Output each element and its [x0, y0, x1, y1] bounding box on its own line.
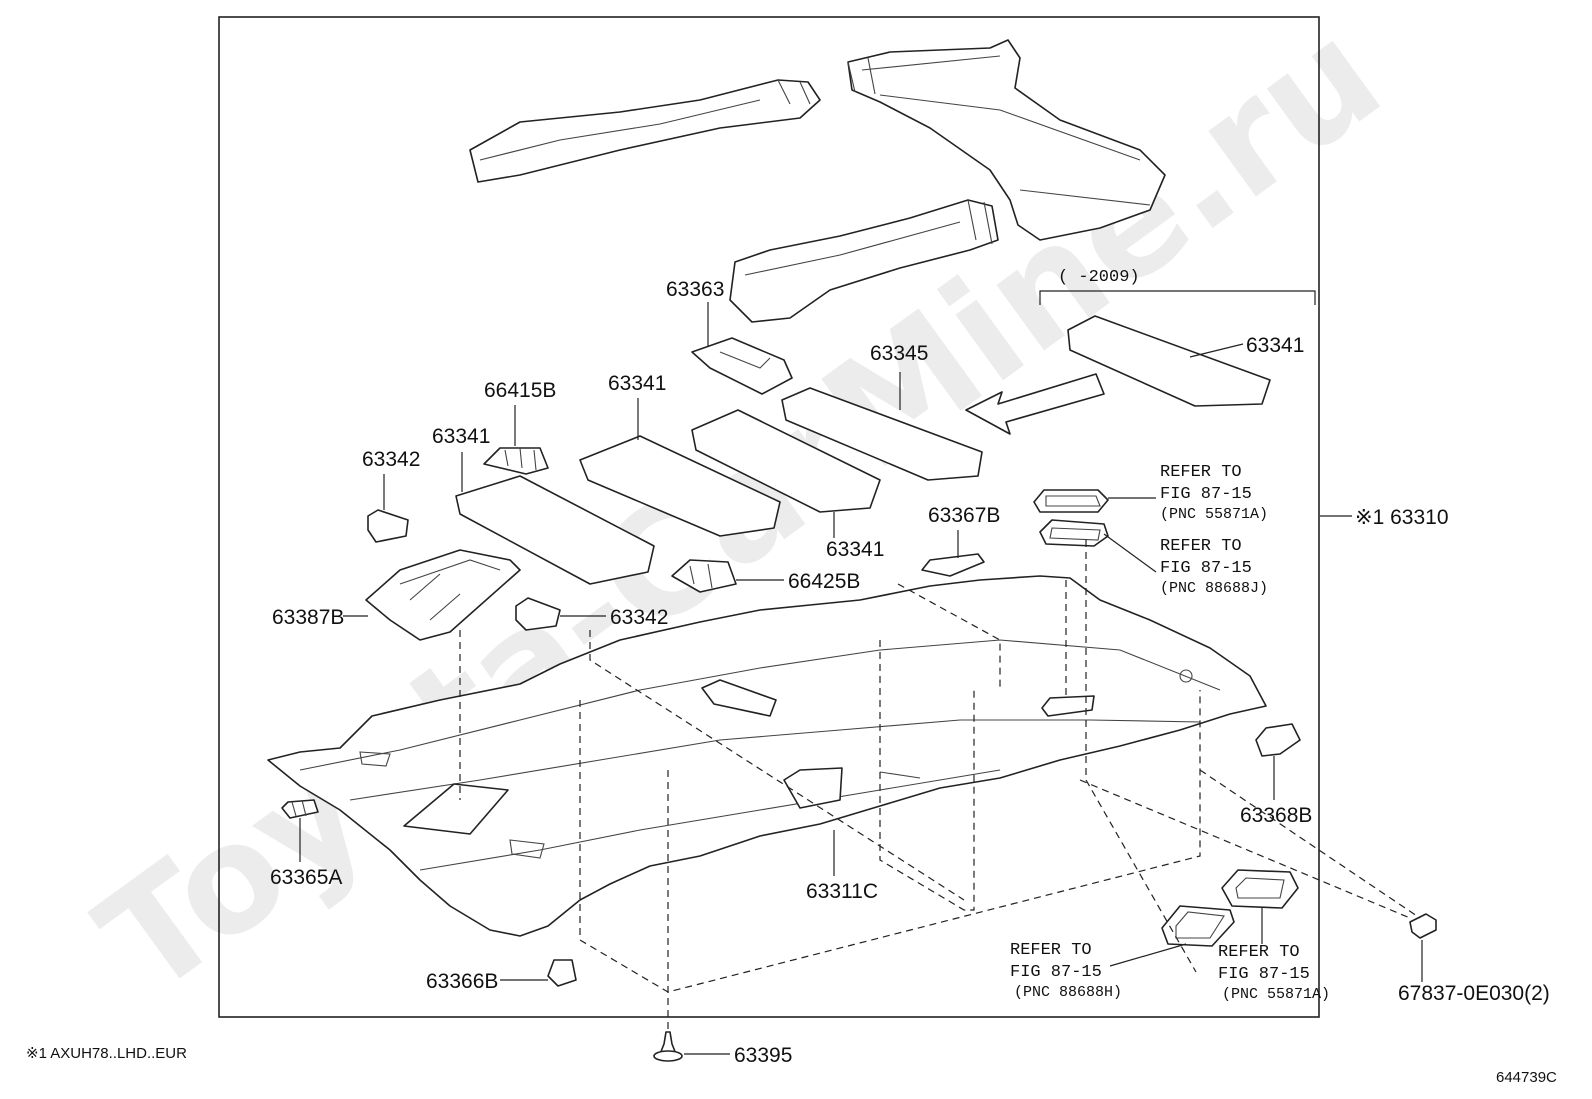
- refer-note-2: REFER TO FIG 87-15 (PNC 88688J): [1160, 537, 1268, 597]
- refer-note-4: REFER TO FIG 87-15 (PNC 55871A): [1218, 943, 1330, 1003]
- clip-63395: [653, 1031, 683, 1062]
- lamp-bezel-55871A-top: [1033, 489, 1109, 513]
- label-63342-mid: 63342: [610, 606, 668, 629]
- label-66425B: 66425B: [788, 570, 860, 593]
- air-duct-front: [469, 79, 821, 183]
- leader-63341-r: [1189, 343, 1244, 358]
- leader-refer2: [1103, 533, 1157, 573]
- svg-text:REFER TO: REFER TO: [1218, 943, 1300, 962]
- pad-63341-center-right: [691, 409, 881, 513]
- svg-text:(PNC 55871A): (PNC 55871A): [1160, 506, 1268, 523]
- lamp-bezel-88688H: [1161, 905, 1235, 947]
- label-63367B: 63367B: [928, 504, 1000, 527]
- svg-text:REFER TO: REFER TO: [1010, 941, 1092, 960]
- label-63368B: 63368B: [1240, 804, 1312, 827]
- direction-arrow-icon: [965, 373, 1105, 435]
- headliner-63311C: [267, 575, 1267, 937]
- label-63310: ※1 63310: [1355, 506, 1449, 529]
- label-63365A: 63365A: [270, 866, 342, 889]
- clip-63366B: [547, 959, 577, 987]
- svg-text:REFER TO: REFER TO: [1160, 463, 1242, 482]
- clip-63367B: [921, 553, 985, 577]
- lamp-bezel-55871A-bottom: [1221, 869, 1299, 909]
- pad-63341-optional: [1067, 315, 1271, 407]
- label-63387B: 63387B: [272, 606, 344, 629]
- air-duct-rear-branch: [729, 199, 999, 323]
- label-63395: 63395: [734, 1044, 792, 1067]
- label-63311C: 63311C: [806, 880, 878, 903]
- label-63341-center: 63341: [608, 372, 666, 395]
- clip-66415B: [483, 447, 549, 475]
- lamp-bezel-88688J-top: [1039, 519, 1109, 547]
- label-63341-right: 63341: [1246, 334, 1304, 357]
- svg-text:(PNC 88688H): (PNC 88688H): [1014, 984, 1122, 1001]
- year-range-label: ( -2009): [1058, 268, 1140, 287]
- diagram-frame: [218, 16, 1320, 1018]
- label-63345: 63345: [870, 342, 928, 365]
- label-67837: 67837-0E030(2): [1398, 982, 1550, 1005]
- svg-text:FIG 87-15: FIG 87-15: [1160, 485, 1252, 504]
- clip-63365A: [281, 799, 319, 819]
- label-63366B: 63366B: [426, 970, 498, 993]
- label-63341-lower: 63341: [826, 538, 884, 561]
- bracket-63363: [691, 337, 793, 395]
- pad-63341-center: [579, 435, 781, 537]
- label-63341-left: 63341: [432, 425, 490, 448]
- label-63342-top: 63342: [362, 448, 420, 471]
- spacer-63342-mid: [515, 597, 561, 631]
- svg-text:REFER TO: REFER TO: [1160, 537, 1242, 556]
- refer-note-3: REFER TO FIG 87-15 (PNC 88688H): [1010, 941, 1122, 1001]
- plug-67837: [1409, 913, 1437, 939]
- figure-code: 644739C: [1496, 1069, 1557, 1086]
- year-range-bracket: [1039, 290, 1316, 305]
- spacer-63342-top: [367, 509, 409, 543]
- pad-63341-left: [455, 475, 655, 585]
- svg-text:FIG 87-15: FIG 87-15: [1010, 963, 1102, 982]
- footnote: ※1 AXUH78..LHD..EUR: [26, 1045, 187, 1062]
- clip-63368B: [1255, 723, 1301, 757]
- label-66415B: 66415B: [484, 379, 556, 402]
- air-duct-rear-main: [847, 39, 1166, 241]
- console-63387B: [365, 549, 521, 641]
- leader-refer3: [1109, 943, 1187, 967]
- svg-text:(PNC 55871A): (PNC 55871A): [1222, 986, 1330, 1003]
- refer-note-1: REFER TO FIG 87-15 (PNC 55871A): [1160, 463, 1268, 523]
- svg-text:(PNC 88688J): (PNC 88688J): [1160, 580, 1268, 597]
- clip-66425B: [671, 559, 737, 593]
- assembly-dashed-lines: [459, 540, 1421, 1030]
- svg-text:FIG 87-15: FIG 87-15: [1218, 965, 1310, 984]
- label-63363: 63363: [666, 278, 724, 301]
- pad-63345: [781, 387, 983, 481]
- svg-text:FIG 87-15: FIG 87-15: [1160, 559, 1252, 578]
